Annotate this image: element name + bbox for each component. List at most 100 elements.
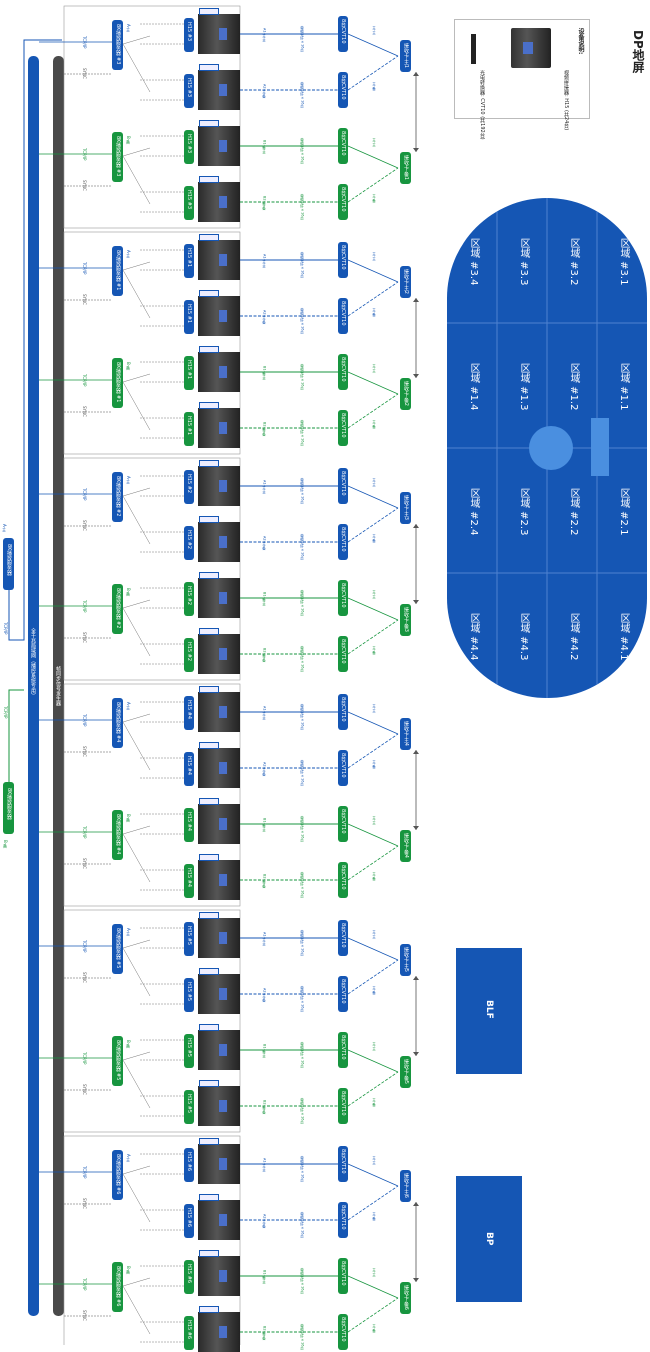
blf-block: BLF xyxy=(456,948,522,1074)
server-tag: A-主 xyxy=(126,476,131,485)
link-label: A2-主-备 xyxy=(262,536,267,551)
cvt-pill: 8台CVT10 xyxy=(338,862,348,898)
h15-pill: H15 #4 xyxy=(184,696,194,730)
receive-card-label: 接收卡-主6 xyxy=(403,1173,409,1198)
fiber-label: 单模光纤×16芯 xyxy=(300,534,305,560)
server-tag: B-备 xyxy=(126,1040,131,1049)
fiber-label: 单模光纤×16芯 xyxy=(300,478,305,504)
link-label: A1-主-主 xyxy=(262,932,267,947)
legend-item-cvt10: 光电转换器: CVT10 (共192台) xyxy=(479,70,485,140)
cvt-pill: 8台CVT10 xyxy=(338,750,348,786)
server-label: 8K播放服务器 #4 xyxy=(115,702,121,743)
port-icon xyxy=(199,1250,219,1257)
link-label: A1-主-主 xyxy=(262,480,267,495)
sync-label: SYNC xyxy=(82,1084,87,1095)
tcpip-label: TCP/IP xyxy=(82,488,87,501)
port-icon xyxy=(199,1024,219,1031)
cvt-label: 8台CVT10 xyxy=(340,75,346,100)
cvt-pill: 8台CVT10 xyxy=(338,636,348,672)
h15-label: H15 #4 xyxy=(186,812,192,832)
tcpip-label: TCP/IP xyxy=(82,1052,87,1065)
receive-card: 接收卡-备1 xyxy=(400,152,411,184)
fiber-label: 单模光纤×16芯 xyxy=(300,364,305,390)
cvt-label: 8台CVT10 xyxy=(340,245,346,270)
receive-card: 接收卡-主3 xyxy=(400,492,411,524)
tcpip-label: TCP/IP xyxy=(82,1166,87,1179)
cvt-pill: 8台CVT10 xyxy=(338,1032,348,1068)
link-label-2: 主-主 xyxy=(372,1156,377,1165)
h15-label: H15 #1 xyxy=(186,360,192,380)
receive-card: 接收卡-备6 xyxy=(400,1282,411,1314)
port-icon xyxy=(199,912,219,919)
port-icon xyxy=(199,516,219,523)
zone-label: 区域 #3.3 xyxy=(518,238,529,286)
h15-screen-icon xyxy=(219,366,227,378)
fiber-label: 单模光纤×16芯 xyxy=(300,1156,305,1182)
sync-label: SYNC xyxy=(82,632,87,643)
port-icon xyxy=(199,346,219,353)
server-tag: A-主 xyxy=(126,250,131,259)
link-label: B1-备-主 xyxy=(262,1044,267,1059)
fiber-label: 单模光纤×16芯 xyxy=(300,704,305,730)
h15-screen-icon xyxy=(219,762,227,774)
fiber-label: 单模光纤×16芯 xyxy=(300,1268,305,1294)
h15-label: H15 #5 xyxy=(186,1094,192,1114)
fiber-label: 单模光纤×16芯 xyxy=(300,1098,305,1124)
h15-screen-icon xyxy=(219,480,227,492)
server-label: 8K播放服务器 #2 xyxy=(115,588,121,629)
h15-label: H15 #2 xyxy=(186,586,192,606)
zone-label: 区域 #4.4 xyxy=(468,613,479,661)
tcpip-label: TCP/IP xyxy=(82,374,87,387)
link-label: B2-备-备 xyxy=(262,648,267,663)
h15-pill: H15 #6 xyxy=(184,1260,194,1294)
sync-label: SYNC xyxy=(82,972,87,983)
h15-pill: H15 #4 xyxy=(184,808,194,842)
h15-screen-icon xyxy=(219,310,227,322)
cvt-pill: 8台CVT10 xyxy=(338,806,348,842)
h15-screen-icon xyxy=(219,254,227,266)
tcpip-label: TCP/IP xyxy=(82,714,87,727)
link-label: A2-主-备 xyxy=(262,84,267,99)
receive-card: 接收卡-备4 xyxy=(400,830,411,862)
h15-label: H15 #3 xyxy=(186,134,192,154)
h15-label: H15 #1 xyxy=(186,248,192,268)
fiber-label: 单模光纤×16芯 xyxy=(300,986,305,1012)
fiber-label: 单模光纤×16芯 xyxy=(300,1212,305,1238)
sync-label: SYNC xyxy=(82,406,87,417)
link-label-2: 主-备 xyxy=(372,1212,377,1221)
link-label-2: 主-备 xyxy=(372,82,377,91)
h15-screen-icon xyxy=(219,818,227,830)
lan-bus: 全千兆局域网（播控系统专用） xyxy=(28,56,39,1316)
fiber-label: 单模光纤×16芯 xyxy=(300,26,305,52)
h15-label: H15 #5 xyxy=(186,1038,192,1058)
cvt-label: 8台CVT10 xyxy=(340,865,346,890)
link-label-2: 主-主 xyxy=(372,138,377,147)
h15-label: H15 #3 xyxy=(186,190,192,210)
zone-label: 区域 #2.1 xyxy=(618,488,629,536)
h15-screen-icon xyxy=(219,988,227,1000)
port-icon xyxy=(199,8,219,15)
port-icon xyxy=(199,460,219,467)
cvt-pill: 8台CVT10 xyxy=(338,184,348,220)
receive-card-label: 接收卡-备6 xyxy=(403,1285,409,1310)
h15-pill: H15 #1 xyxy=(184,300,194,334)
receive-card: 接收卡-主1 xyxy=(400,40,411,72)
port-icon xyxy=(199,968,219,975)
receive-card-label: 接收卡-备4 xyxy=(403,833,409,858)
h15-screen-icon xyxy=(219,706,227,718)
link-label-2: 主-主 xyxy=(372,1042,377,1051)
tcpip-label: TCP/IP xyxy=(82,600,87,613)
cvt-pill: 8台CVT10 xyxy=(338,16,348,52)
port-icon xyxy=(199,290,219,297)
server-tag: B-备 xyxy=(126,588,131,597)
h15-label: H15 #2 xyxy=(186,474,192,494)
sync-label: SYNC xyxy=(82,1310,87,1321)
server-tag: B-备 xyxy=(126,362,131,371)
fiber-label: 单模光纤×16芯 xyxy=(300,1042,305,1068)
sync-bus: 帧同步信号发生器 xyxy=(53,56,64,1316)
cvt-pill: 8台CVT10 xyxy=(338,410,348,446)
link-label-2: 主-主 xyxy=(372,26,377,35)
link-label-2: 主-主 xyxy=(372,252,377,261)
cvt-label: 8台CVT10 xyxy=(340,357,346,382)
cvt-label: 8台CVT10 xyxy=(340,413,346,438)
